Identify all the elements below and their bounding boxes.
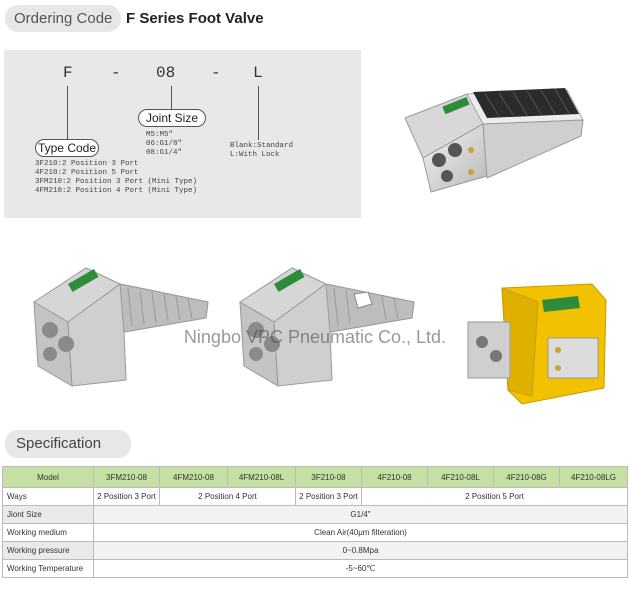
specification-pill: Specification	[5, 430, 131, 458]
joint-size-leader	[171, 86, 172, 110]
metal-foot-valve-photo	[404, 88, 584, 193]
model-cell: 4FM210-08	[159, 466, 228, 488]
model-cell: 4FM210-08L	[227, 466, 296, 488]
table-cell: Clean Air(40μm filteration)	[93, 523, 628, 542]
model-cell: 3FM210-08	[93, 466, 160, 488]
code-part-lock: L	[253, 64, 263, 82]
table-row: Ways 2 Position 3 Port 2 Position 4 Port…	[2, 487, 628, 506]
row-label: Working medium	[2, 523, 94, 542]
lock-leader	[258, 86, 259, 140]
row-label: Working pressure	[2, 541, 94, 560]
specification-label: Specification	[16, 435, 102, 452]
ordering-code-label: Ordering Code	[14, 10, 113, 27]
watermark: Ningbo VPC Pneumatic Co., Ltd.	[183, 327, 447, 347]
specification-table: Model 3FM210-08 4FM210-08 4FM210-08L 3F2…	[2, 466, 628, 578]
model-cell: 4F210-08	[361, 466, 428, 488]
code-part-series: F	[63, 64, 73, 82]
row-label: Working Temperature	[2, 559, 94, 578]
grey-foot-valve-lock-photo	[239, 267, 415, 387]
type-code-tag: Type Code	[35, 139, 99, 157]
table-row: Working pressure 0~0.8Mpa	[2, 541, 628, 560]
table-cell: -5~60℃	[93, 559, 628, 578]
table-cell: 2 Position 3 Port	[93, 487, 160, 506]
table-cell: G1/4"	[93, 505, 628, 524]
table-cell: 2 Position 5 Port	[361, 487, 628, 506]
row-label: Jiont Size	[2, 505, 94, 524]
model-cell: 4F210-08LG	[559, 466, 628, 488]
row-label: Ways	[2, 487, 94, 506]
page-title: F Series Foot Valve	[126, 10, 264, 27]
ordering-code-diagram: F - 08 - L Type Code Joint Size M5:M5"06…	[4, 50, 361, 218]
table-header-row: Model 3FM210-08 4FM210-08 4FM210-08L 3F2…	[2, 466, 628, 488]
model-cell: 4F210-08L	[427, 466, 494, 488]
table-cell: 2 Position 4 Port	[159, 487, 296, 506]
type-code-leader	[67, 86, 68, 140]
table-cell: 0~0.8Mpa	[93, 541, 628, 560]
header-cell: Model	[2, 466, 94, 488]
model-cell: 4F210-08G	[493, 466, 560, 488]
table-row: Working Temperature -5~60℃	[2, 559, 628, 578]
grey-foot-valve-photo	[33, 267, 209, 387]
table-row: Working medium Clean Air(40μm filteratio…	[2, 523, 628, 542]
joint-size-options: M5:M5"06:G1/8"08:G1/4"	[146, 131, 183, 157]
yellow-guard-foot-valve-photo	[467, 283, 607, 405]
table-cell: 2 Position 3 Port	[295, 487, 362, 506]
code-separator: -	[211, 64, 221, 82]
table-row: Jiont Size G1/4"	[2, 505, 628, 524]
model-cell: 3F210-08	[295, 466, 362, 488]
code-part-joint: 08	[156, 64, 176, 82]
ordering-code-pill: Ordering Code	[5, 5, 121, 32]
joint-size-tag: Joint Size	[138, 109, 206, 127]
code-separator: -	[111, 64, 121, 82]
